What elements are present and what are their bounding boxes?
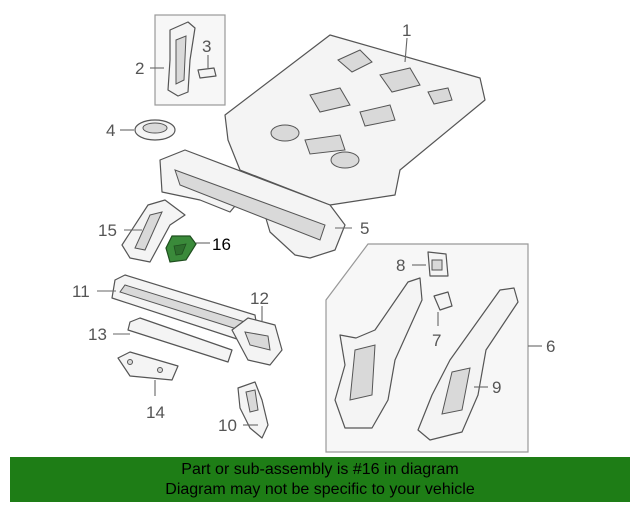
info-banner: Part or sub-assembly is #16 in diagram D…: [10, 457, 630, 502]
callout-13: 13: [88, 325, 107, 344]
callout-2: 2: [135, 59, 144, 78]
part-7-clip[interactable]: [433, 291, 453, 311]
callout-1: 1: [402, 21, 411, 40]
part-13-reinforcement[interactable]: [127, 317, 233, 363]
part-5-rear-crossmember[interactable]: [159, 149, 346, 259]
part-3-clip[interactable]: [197, 67, 217, 79]
part-8-plate[interactable]: [427, 251, 449, 277]
part-6-quarter-inner-panel[interactable]: [334, 277, 423, 429]
part-14-bracket[interactable]: [117, 351, 179, 381]
callout-11: 11: [72, 282, 90, 301]
part-15-rail-extension[interactable]: [121, 199, 186, 263]
callout-4: 4: [106, 121, 115, 140]
callout-6: 6: [546, 337, 555, 356]
banner-line-1: Part or sub-assembly is #16 in diagram: [181, 461, 459, 478]
callout-9: 9: [492, 378, 501, 397]
callout-5: 5: [360, 219, 369, 238]
callout-14: 14: [146, 403, 165, 422]
callout-15: 15: [98, 221, 117, 240]
part-2-bracket[interactable]: [167, 21, 196, 97]
part-9-quarter-panel-reinforcement[interactable]: [417, 287, 519, 441]
part-1-rear-floor-pan[interactable]: [224, 34, 486, 206]
banner-line-2: Diagram may not be specific to your vehi…: [165, 481, 475, 498]
callout-12: 12: [250, 289, 269, 308]
callout-7: 7: [432, 331, 441, 350]
callout-8: 8: [396, 256, 405, 275]
part-10-mount-bracket[interactable]: [237, 381, 269, 439]
part-12-rail-section[interactable]: [231, 317, 283, 366]
part-16-highlighted[interactable]: [165, 235, 197, 263]
callout-3: 3: [202, 37, 211, 56]
parts-diagram: 2 3 1 4 5 15 16: [72, 14, 555, 453]
callout-16: 16: [212, 235, 231, 254]
callout-10: 10: [218, 416, 237, 435]
part-4-plug[interactable]: [134, 119, 176, 141]
